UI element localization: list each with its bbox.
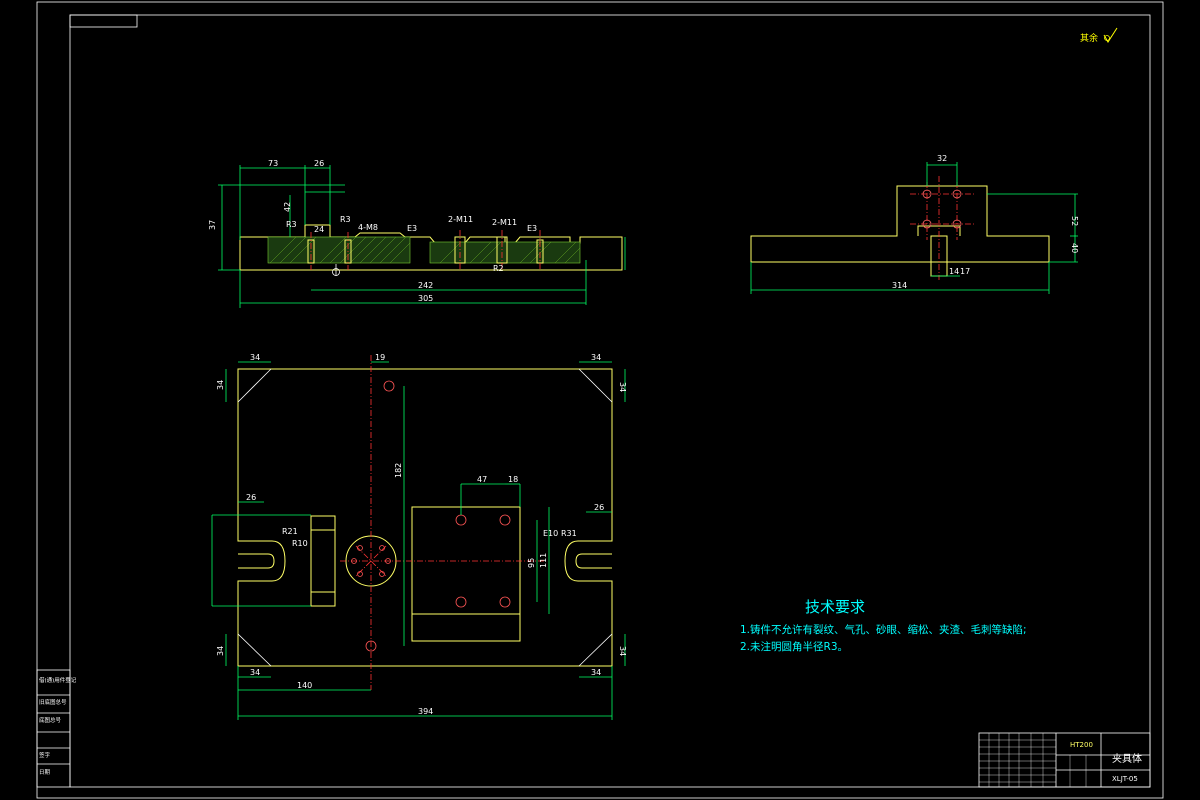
dim-182: 182 [394,463,403,478]
roughness-note-label: 其余 [1080,32,1098,44]
top-plan-view: 34 34 34 34 34 34 34 34 19 182 26 26 R21… [211,353,627,720]
dim-34-bottom-left: 34 [250,668,260,677]
dim-34-top-right: 34 [591,353,601,362]
dim-26: 26 [314,159,324,168]
dim-r31: R31 [561,529,577,538]
side-strip-label-3: 底图总号 [39,716,62,724]
dim-4-m8: 4-M8 [358,223,378,232]
dim-73: 73 [268,159,278,168]
dim-34-left-upper: 34 [216,380,225,390]
side-strip-label-5: 日期 [39,769,51,776]
material-label: HT200 [1070,741,1093,749]
dim-r3-b: R3 [286,220,297,229]
title-block: HT200 夹具体 XLJT-05 [978,732,1151,788]
dim-14: 14 [949,267,959,276]
dim-32: 32 [937,154,947,163]
front-section-view: 73 26 37 42 R3 R3 24 4-M8 2-M11 2-M11 R2… [208,159,626,308]
dim-17: 17 [960,267,970,276]
dim-34-left-lower: 34 [216,646,225,656]
dim-r3-a: R3 [340,215,351,224]
dim-37: 37 [208,220,217,230]
dim-2-m11-b: 2-M11 [492,218,517,227]
drawing-frame [36,1,1164,799]
dim-e3-b: E3 [527,224,537,233]
dim-19: 19 [375,353,385,362]
dim-314: 314 [892,281,907,290]
dim-305: 305 [418,294,433,303]
dim-34-top-left: 34 [250,353,260,362]
dim-34-right-upper: 34 [618,382,627,392]
dim-18: 18 [508,475,518,484]
dim-24: 24 [314,225,324,234]
dim-26-left: 26 [246,493,256,502]
roughness-symbol-icon [1103,27,1118,43]
side-view: 32 52 40 314 14 17 [750,154,1079,294]
side-strip-label-1: 借(通)用件登记 [39,676,77,684]
dim-r2: R2 [493,264,504,273]
left-side-strip: 借(通)用件登记 旧底图总号 底图总号 签字 日期 [36,669,77,788]
tech-requirement-item-1: 1.铸件不允许有裂纹、气孔、砂眼、缩松、夹渣、毛刺等缺陷; [740,623,1027,636]
dim-2-m11-a: 2-M11 [448,215,473,224]
dim-47: 47 [477,475,487,484]
dim-140: 140 [297,681,312,690]
side-strip-label-2: 旧底图总号 [39,698,67,706]
drawing-number-label: XLJT-05 [1112,775,1138,783]
dim-111: 111 [539,553,548,568]
roughness-note: 其余 [1080,27,1118,44]
dim-e10: E10 [543,529,558,538]
tech-requirement-item-2: 2.未注明圆角半径R3。 [740,640,848,653]
dim-52: 52 [1070,216,1079,226]
side-strip-label-4: 签字 [39,751,51,759]
dim-r21: R21 [282,527,298,536]
dim-394: 394 [418,707,433,716]
technical-requirements: 技术要求 1.铸件不允许有裂纹、气孔、砂眼、缩松、夹渣、毛刺等缺陷; 2.未注明… [740,598,1027,653]
dim-34-right-lower: 34 [618,646,627,656]
dim-242: 242 [418,281,433,290]
tech-requirements-title: 技术要求 [805,598,865,616]
dim-e3-a: E3 [407,224,417,233]
dim-26-right: 26 [594,503,604,512]
dim-40: 40 [1070,243,1079,253]
part-name-label: 夹具体 [1112,752,1142,765]
dim-r10: R10 [292,539,308,548]
dim-34-bottom-right: 34 [591,668,601,677]
dim-42: 42 [283,202,292,212]
dim-95: 95 [527,558,536,568]
